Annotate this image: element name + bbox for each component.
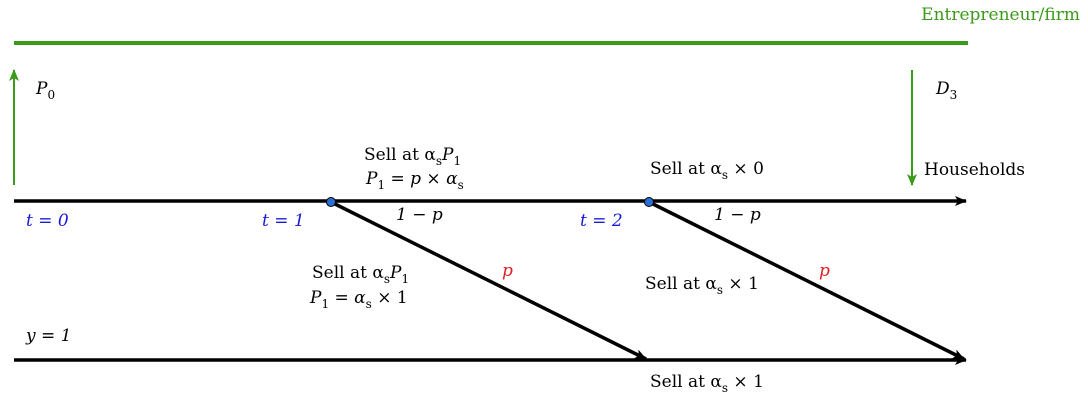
branch2-down-arrow — [648, 200, 965, 361]
branch1-down-arrow — [330, 200, 647, 361]
branch1-upper-line2: P1 = p × αs — [365, 169, 464, 192]
t0-label: t = 0 — [26, 211, 69, 231]
branch1-lower-line2: P1 = αs × 1 — [309, 288, 408, 311]
p0-label: P0 — [35, 79, 55, 102]
t1-label: t = 1 — [262, 211, 305, 231]
node-t2 — [644, 197, 654, 207]
branch2-lower-label: Sell at αs × 1 — [645, 274, 759, 297]
branch2-upper-label: Sell at αs × 0 — [650, 159, 764, 182]
branch1-lower-line1: Sell at αsP1 — [312, 263, 409, 286]
branch2-prob-up: 1 − p — [714, 205, 761, 225]
branch1-prob-up: 1 − p — [396, 205, 443, 225]
branch1-upper-line1: Sell at αsP1 — [364, 145, 461, 168]
households-label: Households — [924, 160, 1025, 180]
d3-label: D3 — [935, 79, 957, 102]
node-t1 — [326, 197, 336, 207]
bottom-sell-label: Sell at αs × 1 — [650, 372, 764, 395]
entrepreneur-firm-label: Entrepreneur/firm — [921, 5, 1080, 25]
branch2-prob-down: p — [819, 261, 830, 281]
t2-label: t = 2 — [580, 211, 623, 231]
y-label: y = 1 — [25, 326, 71, 346]
branch1-prob-down: p — [502, 261, 513, 281]
